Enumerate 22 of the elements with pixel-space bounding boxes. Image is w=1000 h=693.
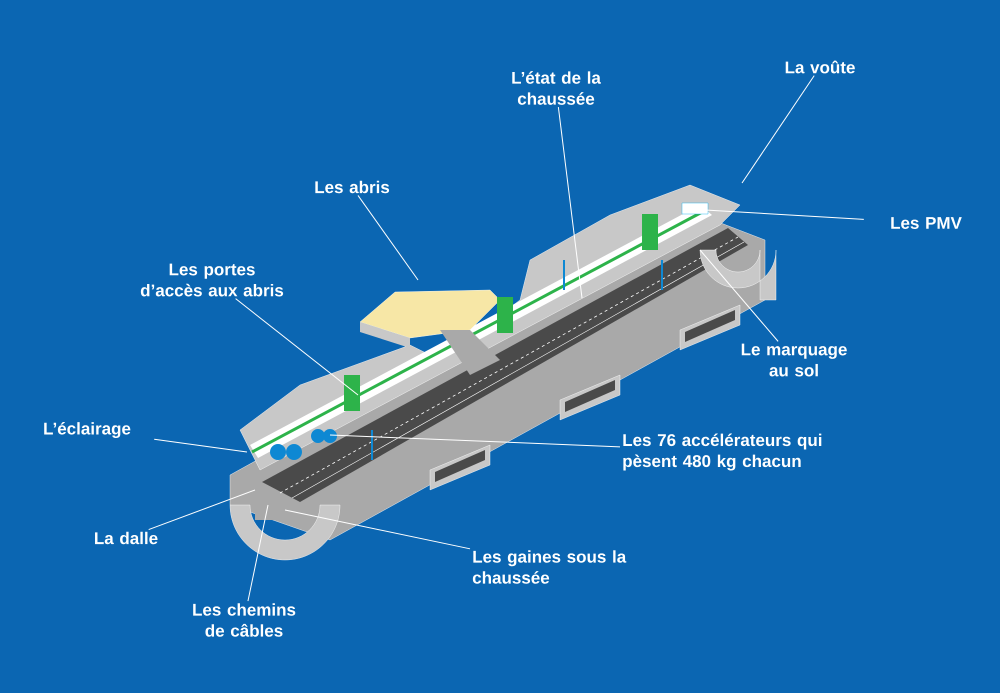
leader-line <box>358 194 418 280</box>
callout-label: La dalle <box>95 532 158 544</box>
leader-line <box>284 510 470 550</box>
leader-line <box>700 250 779 342</box>
callout-label: Les abris <box>315 180 390 194</box>
callout-label: Les 76 accélérateurs qui pèsent 480 kg chacun <box>623 433 822 471</box>
leader-line <box>148 490 256 530</box>
leader-line <box>235 298 358 396</box>
leader-line <box>558 106 582 298</box>
callout-label: La voûte <box>786 60 855 74</box>
callout-label: Les gaines sous la chaussée <box>472 550 626 584</box>
leader-line <box>742 75 815 184</box>
callout-label: L’éclairage <box>44 422 130 438</box>
leader-line <box>154 438 248 452</box>
callout-label: Les chemins de câbles <box>193 603 296 637</box>
callout-label: L’état de la chaussée <box>512 71 601 105</box>
callout-label: Le marquage au sol <box>742 344 847 376</box>
callout-label: Les portes d’accès aux abris <box>140 264 284 296</box>
leader-line <box>247 504 268 602</box>
leader-line <box>330 434 620 448</box>
leader-line <box>704 210 864 220</box>
callout-label: Les PMV <box>891 217 962 229</box>
